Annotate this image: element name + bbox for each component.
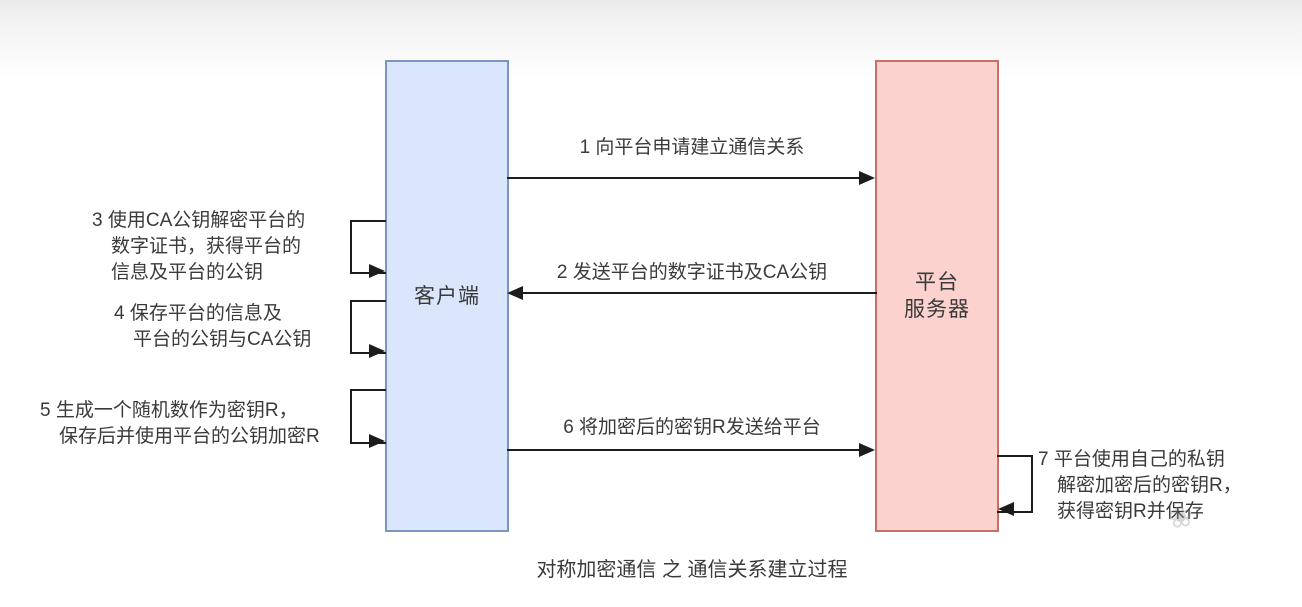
annotation-step3: 3 使用CA公钥解密平台的 数字证书，获得平台的 信息及平台的公钥 xyxy=(92,208,305,286)
diagram-caption: 对称加密通信 之 通信关系建立过程 xyxy=(536,559,848,581)
arrowhead-right-icon xyxy=(369,264,385,278)
annotation-step4-line: 4 保存平台的信息及 xyxy=(114,303,282,324)
annotation-step3-line: 信息及平台的公钥 xyxy=(111,262,264,283)
annotation-step5-line: 保存后并使用平台的公钥加密R xyxy=(59,426,320,447)
annotation-step3-line: 数字证书，获得平台的 xyxy=(111,236,302,257)
annotation-step4: 4 保存平台的信息及 平台的公钥与CA公钥 xyxy=(114,301,311,353)
arrowhead-right-icon xyxy=(859,171,875,185)
annotation-step5: 5 生成一个随机数作为密钥R， 保存后并使用平台的公钥加密R xyxy=(40,398,320,450)
message-2-line xyxy=(523,292,877,294)
annotation-step7-line: 获得密钥R并保存 xyxy=(1057,501,1204,522)
arrowhead-right-icon xyxy=(369,344,385,358)
server-label-line2: 服务器 xyxy=(904,298,970,321)
client-lifeline-box: 客户端 xyxy=(385,60,509,532)
watermark-flower-icon: ❀ xyxy=(1165,499,1196,536)
annotation-step4-line: 平台的公钥与CA公钥 xyxy=(133,329,312,350)
self-loop-step7 xyxy=(997,455,1033,513)
message-6-label: 6 将加密后的密钥R发送给平台 xyxy=(563,417,821,438)
arrowhead-right-icon xyxy=(859,443,875,457)
annotation-step7-line: 解密加密后的密钥R， xyxy=(1057,475,1242,496)
annotation-step5-line: 5 生成一个随机数作为密钥R， xyxy=(40,400,298,421)
server-label: 平台 服务器 xyxy=(904,269,970,323)
client-label: 客户端 xyxy=(414,284,480,308)
server-label-line1: 平台 xyxy=(915,271,959,294)
self-loop-step5 xyxy=(350,389,386,444)
annotation-step3-line: 3 使用CA公钥解密平台的 xyxy=(92,210,306,231)
self-loop-step3 xyxy=(350,220,386,274)
self-loop-step4 xyxy=(350,300,386,354)
message-6-line xyxy=(507,449,861,451)
message-2-label: 2 发送平台的数字证书及CA公钥 xyxy=(556,262,828,283)
annotation-step7: 7 平台使用自己的私钥 解密加密后的密钥R， 获得密钥R并保存 xyxy=(1038,447,1242,525)
server-lifeline-box: 平台 服务器 xyxy=(875,60,999,532)
annotation-step7-line: 7 平台使用自己的私钥 xyxy=(1038,449,1225,470)
arrowhead-left-icon xyxy=(507,286,523,300)
arrowhead-right-icon xyxy=(369,434,385,448)
message-1-line xyxy=(507,177,861,179)
arrowhead-left-icon xyxy=(998,502,1014,516)
message-1-label: 1 向平台申请建立通信关系 xyxy=(579,137,805,158)
